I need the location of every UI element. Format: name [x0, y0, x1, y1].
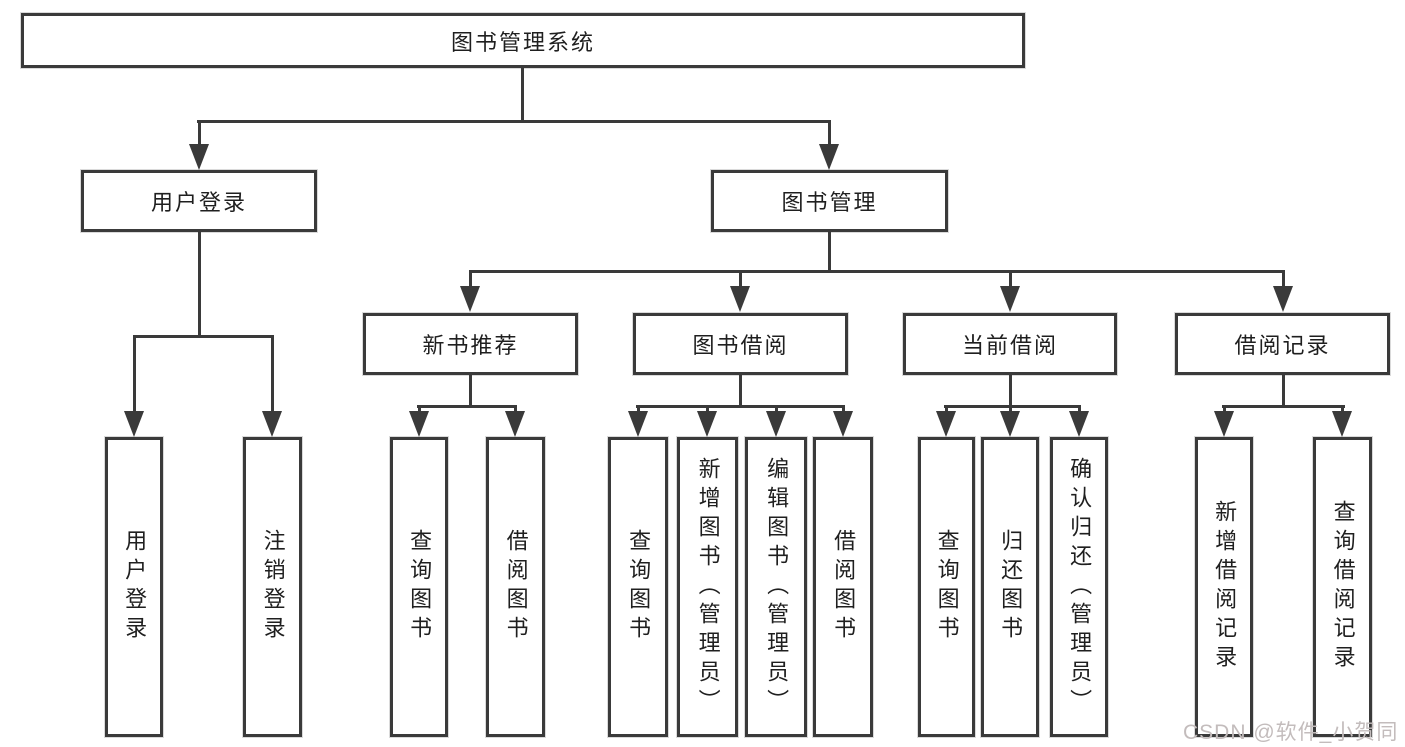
connector-drop-level3 [739, 270, 742, 288]
leaf-borrow-books: 借阅图书 [813, 437, 873, 737]
connector-drop-level3 [1282, 270, 1285, 288]
connector-drop-leaf [271, 335, 274, 413]
node-user-login: 用户登录 [81, 170, 317, 232]
arrowhead-down-icon [766, 411, 786, 437]
connector-current-borrow-stem [1009, 375, 1012, 408]
arrowhead-down-icon [936, 411, 956, 437]
arrowhead-down-icon [730, 286, 750, 312]
arrowhead-down-icon [1069, 411, 1089, 437]
leaf-query-books-current: 查询图书 [918, 437, 975, 737]
connector-drop-level3 [469, 270, 472, 288]
arrowhead-down-icon [1000, 286, 1020, 312]
leaf-label: 归还图书 [998, 529, 1024, 645]
connector-drop-leaf [133, 335, 136, 413]
leaf-query-borrow-record: 查询借阅记录 [1313, 437, 1372, 737]
connector-borrow-record-stem [1282, 375, 1285, 408]
leaf-edit-book-admin: 编辑图书（管理员） [745, 437, 807, 737]
csdn-watermark: CSDN @软件_小贺同学 [1183, 721, 1399, 744]
connector-new-book-branch [417, 405, 517, 408]
connector-new-book-stem [469, 375, 472, 408]
connector-root-branch [197, 120, 831, 123]
connector-level3-branch [469, 270, 1285, 273]
arrowhead-down-icon [505, 411, 525, 437]
leaf-add-borrow-record: 新增借阅记录 [1195, 437, 1253, 737]
arrowhead-down-icon [460, 286, 480, 312]
arrowhead-down-icon [409, 411, 429, 437]
arrowhead-down-icon [1214, 411, 1234, 437]
arrowhead-down-icon [1000, 411, 1020, 437]
connector-drop-level3 [1009, 270, 1012, 288]
node-label: 图书借阅 [692, 333, 789, 358]
leaf-label: 查询图书 [407, 529, 433, 645]
connector-book-management-stem [828, 232, 831, 273]
connector-drop-book-management [828, 120, 831, 148]
node-current-borrow: 当前借阅 [903, 313, 1117, 375]
connector-user-login-branch [133, 335, 274, 338]
leaf-label: 查询图书 [626, 529, 652, 645]
connector-book-borrow-branch [636, 405, 845, 408]
leaf-label: 编辑图书（管理员） [764, 456, 790, 718]
connector-book-borrow-stem [739, 375, 742, 408]
leaf-label: 确认归还（管理员） [1067, 456, 1093, 718]
node-label: 当前借阅 [961, 333, 1058, 358]
node-book-management: 图书管理 [711, 170, 948, 232]
leaf-label: 用户登录 [122, 529, 148, 645]
leaf-query-books-recommend: 查询图书 [390, 437, 448, 737]
arrowhead-down-icon [262, 411, 282, 437]
node-book-borrow: 图书借阅 [633, 313, 848, 375]
node-root-library-system: 图书管理系统 [21, 13, 1025, 68]
leaf-user-login: 用户登录 [105, 437, 163, 737]
leaf-borrow-books-recommend: 借阅图书 [486, 437, 545, 737]
arrowhead-down-icon [1332, 411, 1352, 437]
leaf-confirm-return-admin: 确认归还（管理员） [1050, 437, 1108, 737]
leaf-label: 新增图书（管理员） [695, 456, 721, 718]
connector-user-login-stem [198, 232, 201, 338]
leaf-label: 查询图书 [934, 529, 960, 645]
leaf-label: 注销登录 [260, 529, 286, 645]
node-label: 借阅记录 [1234, 333, 1331, 358]
leaf-add-book-admin: 新增图书（管理员） [677, 437, 738, 737]
arrowhead-down-icon [124, 411, 144, 437]
leaf-logout: 注销登录 [243, 437, 302, 737]
node-borrow-record: 借阅记录 [1175, 313, 1390, 375]
connector-current-borrow-branch [944, 405, 1080, 408]
node-label: 用户登录 [150, 190, 247, 215]
connector-drop-user-login [198, 120, 201, 148]
leaf-label: 借阅图书 [503, 529, 529, 645]
arrowhead-down-icon [819, 144, 839, 170]
leaf-label: 借阅图书 [831, 529, 857, 645]
arrowhead-down-icon [628, 411, 648, 437]
arrowhead-down-icon [697, 411, 717, 437]
leaf-label: 新增借阅记录 [1212, 500, 1238, 674]
arrowhead-down-icon [833, 411, 853, 437]
arrowhead-down-icon [1273, 286, 1293, 312]
leaf-query-books-borrow: 查询图书 [608, 437, 668, 737]
leaf-label: 查询借阅记录 [1330, 500, 1356, 674]
connector-borrow-record-branch [1222, 405, 1345, 408]
node-label: 新书推荐 [422, 333, 519, 358]
node-label: 图书管理系统 [450, 29, 595, 55]
arrowhead-down-icon [189, 144, 209, 170]
node-label: 图书管理 [781, 190, 878, 215]
connector-root-stem [521, 67, 524, 123]
node-new-book-recommend: 新书推荐 [363, 313, 578, 375]
leaf-return-book: 归还图书 [981, 437, 1039, 737]
